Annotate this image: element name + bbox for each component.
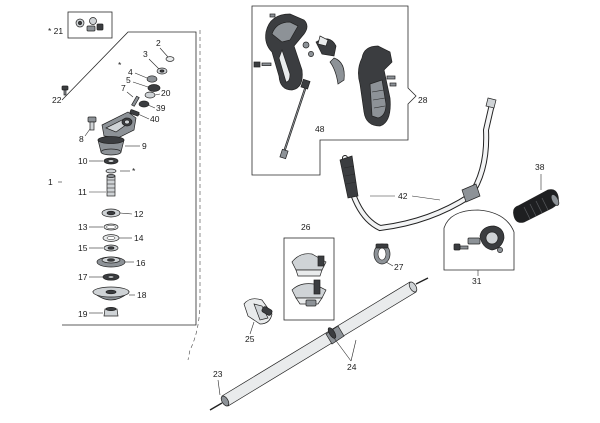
callout-5: 5 <box>126 75 131 85</box>
part-6-ring <box>105 168 117 174</box>
part-7-shaft <box>131 95 140 107</box>
part-16-holder-plate <box>96 256 126 268</box>
marker-star-1: * <box>118 60 122 70</box>
part-23-drive-shaft-tube <box>209 277 429 411</box>
callout-27: 27 <box>394 262 404 272</box>
throttle-handle-right <box>358 45 397 127</box>
callout-26: 26 <box>301 222 311 232</box>
part-31-clamp-kit <box>443 209 515 271</box>
handle-bracket <box>251 5 417 176</box>
part-19-nut <box>103 307 119 317</box>
callout-23: 23 <box>213 369 223 379</box>
handle-screws <box>253 13 314 68</box>
callout-14: 14 <box>134 233 144 243</box>
kit-21-box <box>67 11 113 39</box>
part-2-ring <box>165 56 175 62</box>
gear-head-assembly-group: 1 * 21 22 2 3 4 <box>48 11 197 326</box>
callout-12: 12 <box>134 209 144 219</box>
part-25-bracket <box>243 298 273 325</box>
assembly-bracket <box>61 31 197 326</box>
callout-1: 1 <box>48 177 53 187</box>
trigger-pieces <box>315 35 345 85</box>
dashed-guide-line <box>187 30 201 361</box>
part-15-collar <box>103 244 119 252</box>
part-14-washer <box>102 234 120 242</box>
part-22-screw <box>61 85 69 96</box>
callout-40: 40 <box>150 114 160 124</box>
callout-20: 20 <box>161 88 171 98</box>
callout-10: 10 <box>78 156 88 166</box>
callout-4: 4 <box>128 67 133 77</box>
callout-9: 9 <box>142 141 147 151</box>
part-9-guard-cone <box>97 136 125 156</box>
callout-7: 7 <box>121 83 126 93</box>
callout-24: 24 <box>347 362 357 372</box>
part-48-throttle-cable <box>279 78 311 160</box>
part-11-gear-shaft <box>106 174 116 197</box>
callout-25: 25 <box>245 334 255 344</box>
part-10-washer <box>103 157 119 165</box>
callout-38: 38 <box>535 162 545 172</box>
part-12-bearing <box>101 208 121 218</box>
marker-star-2: * <box>132 166 136 176</box>
part-13-snap-ring <box>103 223 119 231</box>
callout-17: 17 <box>78 272 88 282</box>
part-18-cover-cup <box>92 286 130 301</box>
callout-22: 22 <box>52 95 62 105</box>
part-26-clamp-assembly <box>283 237 335 321</box>
throttle-handle-left <box>265 13 308 91</box>
part-8-bolt <box>87 116 97 131</box>
part-5-clip <box>147 84 161 92</box>
callout-31: 31 <box>472 276 482 286</box>
part-3-bearing <box>156 67 168 75</box>
callout-2: 2 <box>156 38 161 48</box>
callout-18: 18 <box>137 290 147 300</box>
callout-13: 13 <box>78 222 88 232</box>
part-39-collar <box>138 100 150 108</box>
callout-3: 3 <box>143 49 148 59</box>
part-27-clamp-ring <box>373 243 391 265</box>
gearbox-housing <box>101 111 137 139</box>
part-4-washer <box>146 75 158 83</box>
part-17-washer <box>102 273 120 281</box>
part-38-grip-sleeve <box>513 189 560 223</box>
callout-28: 28 <box>418 95 428 105</box>
callout-16: 16 <box>136 258 146 268</box>
callout-42: 42 <box>398 191 408 201</box>
callout-8: 8 <box>79 134 84 144</box>
handle-throttle-group: 28 48 <box>251 5 428 176</box>
callout-21: * 21 <box>48 26 63 36</box>
kit-21-parts <box>75 17 104 32</box>
part-20-bearing <box>144 91 156 99</box>
callout-39: 39 <box>156 103 166 113</box>
callout-15: 15 <box>78 243 88 253</box>
callout-19: 19 <box>78 309 88 319</box>
part-42-loop-handle <box>339 97 497 232</box>
callout-48: 48 <box>315 124 325 134</box>
callout-11: 11 <box>78 187 87 197</box>
